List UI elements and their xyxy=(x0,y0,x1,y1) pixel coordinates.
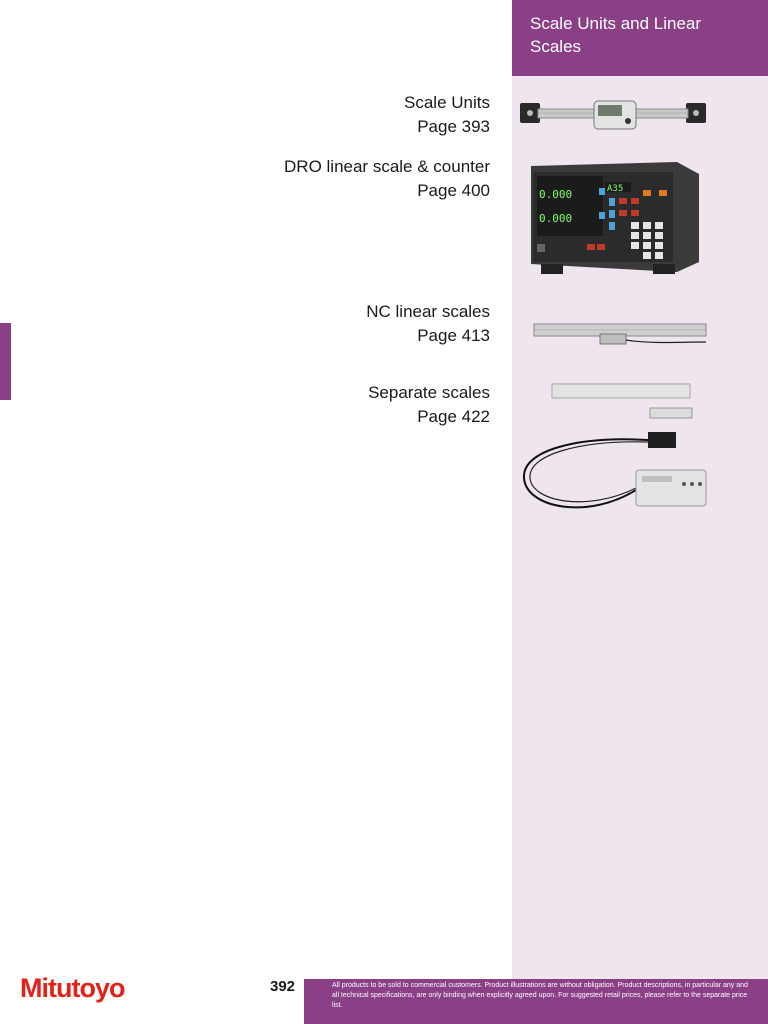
chapter-tab-marker xyxy=(0,323,11,400)
disclaimer-text: All products to be sold to commercial cu… xyxy=(332,982,748,1009)
section-header: Scale Units and Linear Scales xyxy=(512,0,768,76)
dro-counter-image: 0.000 0.000 A35 xyxy=(531,162,699,274)
entry-title: DRO linear scale & counter xyxy=(284,157,490,176)
aux-readout: A35 xyxy=(607,184,623,194)
nc-linear-scale-image xyxy=(533,323,707,345)
page-number: 392 xyxy=(270,978,296,995)
entry-nc-linear-scales[interactable]: NC linear scales Page 413 xyxy=(366,300,490,348)
entry-page-ref[interactable]: Page 400 xyxy=(417,181,490,200)
entry-dro-linear-scale-counter[interactable]: DRO linear scale & counter Page 400 xyxy=(284,155,490,203)
mitutoyo-logo: Mitutoyo xyxy=(20,973,125,1004)
footer-disclaimer-bar: All products to be sold to commercial cu… xyxy=(304,979,768,1024)
entry-page-ref[interactable]: Page 413 xyxy=(417,326,490,345)
entry-title: Separate scales xyxy=(368,383,490,402)
logo-text: Mitutoyo xyxy=(20,973,125,1003)
scale-unit-image xyxy=(520,100,706,130)
entry-title: Scale Units xyxy=(404,93,490,112)
axis2-readout: 0.000 xyxy=(539,212,572,225)
entry-title: NC linear scales xyxy=(366,302,490,321)
section-title: Scale Units and Linear Scales xyxy=(530,14,702,56)
entry-page-ref[interactable]: Page 422 xyxy=(417,407,490,426)
entry-page-ref[interactable]: Page 393 xyxy=(417,117,490,136)
entry-separate-scales[interactable]: Separate scales Page 422 xyxy=(368,381,490,429)
separate-scales-image xyxy=(522,383,707,509)
entry-scale-units[interactable]: Scale Units Page 393 xyxy=(404,91,490,139)
axis1-readout: 0.000 xyxy=(539,188,572,201)
